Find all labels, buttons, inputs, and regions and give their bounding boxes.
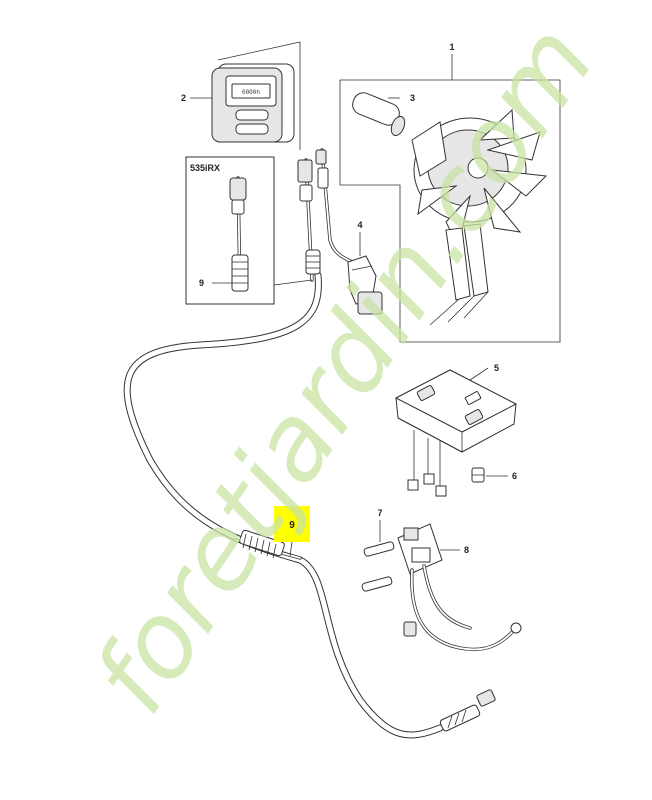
watermark-text: foretjardin.com (70, 3, 618, 734)
highlight-box (274, 506, 310, 542)
callout-6: 6 (512, 471, 517, 481)
part-6-screw: 6 (471, 467, 517, 483)
callout-9-main: 9 (289, 520, 295, 531)
callout-7: 7 (377, 508, 382, 518)
cable-end-connector (439, 689, 496, 732)
inset-title: 535iRX (190, 163, 220, 173)
callout-9-highlight[interactable]: 9 (274, 506, 310, 557)
callout-4: 4 (357, 220, 362, 230)
callout-9-inset: 9 (199, 278, 204, 288)
callout-1: 1 (449, 42, 454, 52)
part-1-motor-assembly: 1 3 (339, 42, 561, 343)
part-4-plug: 4 (347, 220, 383, 315)
watermark: foretjardin.com (70, 3, 618, 734)
upper-connector-stack (297, 148, 354, 282)
callout-2-group: 2 (181, 93, 212, 103)
callout-3: 3 (410, 93, 415, 103)
cable-sleeve (239, 529, 285, 559)
callout-2: 2 (181, 93, 186, 103)
callout-8: 8 (464, 545, 469, 555)
main-cable (123, 271, 496, 739)
part-5-control-board: 5 (394, 363, 518, 497)
inset-535irx: 535iRX 9 (185, 156, 313, 305)
part-8-terminal-block: 8 (397, 523, 522, 652)
part-7-bolts: 7 (361, 508, 395, 592)
callout-5: 5 (494, 363, 499, 373)
display-readout: 0000h (242, 89, 260, 96)
part-2-display-unit: 0000h (211, 41, 301, 150)
part-3-shaft: 3 (352, 92, 415, 137)
